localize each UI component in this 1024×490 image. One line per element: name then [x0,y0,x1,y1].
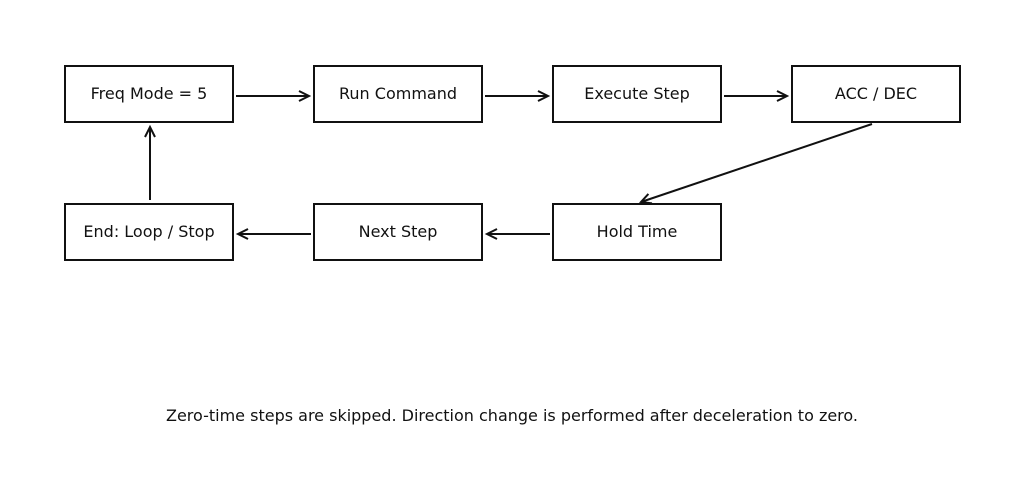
edge-end-loop-stop-to-freq-mode [144,124,156,200]
diagram-footnote: Zero-time steps are skipped. Direction c… [165,406,858,425]
node-hold-time: Hold Time [552,203,722,261]
node-run-command: Run Command [313,65,483,123]
edge-acc-dec-to-hold-time [638,123,873,205]
node-label: Run Command [339,84,457,104]
node-label: Hold Time [596,222,678,242]
node-end-loop-stop: End: Loop / Stop [64,203,234,261]
node-label: ACC / DEC [834,84,918,104]
edge-next-step-to-end-loop-stop [235,228,311,240]
node-label: Execute Step [584,84,690,104]
node-label: Next Step [358,222,438,242]
node-label: End: Loop / Stop [83,222,215,242]
edge-hold-time-to-next-step [484,228,550,240]
node-next-step: Next Step [313,203,483,261]
edge-freq-mode-to-run-command [236,90,312,102]
node-label: Freq Mode = 5 [90,84,208,104]
node-acc-dec: ACC / DEC [791,65,961,123]
node-execute-step: Execute Step [552,65,722,123]
edge-run-command-to-execute-step [485,90,551,102]
edge-execute-step-to-acc-dec [724,90,790,102]
node-freq-mode: Freq Mode = 5 [64,65,234,123]
